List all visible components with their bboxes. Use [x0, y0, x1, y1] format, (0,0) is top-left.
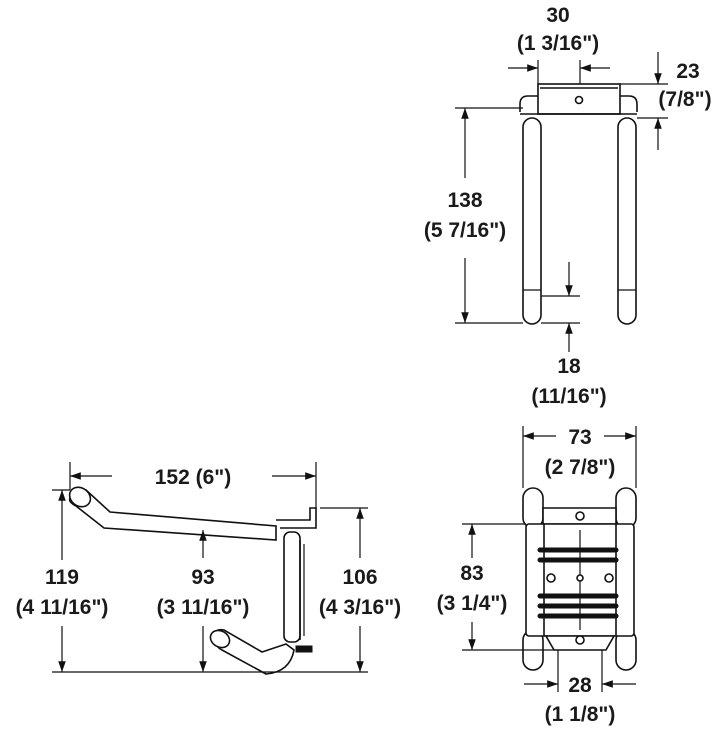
dim-side-height-mm: 138	[447, 189, 482, 212]
top-view	[455, 52, 668, 352]
dim-front-width-mm: 73	[568, 426, 591, 449]
dim-top-offset-inch: (7/8")	[658, 88, 711, 111]
dim-mid-height-mm: 93	[191, 566, 214, 589]
dim-plate-height-inch: (3 1/4")	[437, 592, 508, 615]
dim-front-width-inch: (2 7/8")	[545, 456, 616, 479]
dim-mid-height-inch: (3 11/16")	[157, 596, 250, 619]
dim-top-width-mm: 30	[546, 4, 569, 27]
dim-back-height-inch: (4 3/16")	[319, 596, 401, 619]
dim-length: 152 (6")	[155, 466, 232, 489]
dim-tube-dia-inch: (11/16")	[531, 385, 606, 408]
dim-tube-dia-mm: 18	[557, 355, 581, 378]
dim-top-width-inch: (1 3/16")	[517, 32, 599, 55]
dim-plate-width-inch: (1 1/8")	[545, 703, 616, 726]
dim-side-height-inch: (5 7/16")	[424, 219, 506, 242]
dim-plate-width-mm: 28	[568, 674, 592, 697]
dim-back-height-mm: 106	[342, 566, 377, 589]
dim-top-offset-mm: 23	[676, 60, 699, 83]
dim-plate-height-mm: 83	[460, 562, 483, 585]
side-view	[52, 462, 368, 675]
dim-total-height-mm: 119	[45, 566, 79, 589]
dim-total-height-inch: (4 11/16")	[16, 596, 109, 619]
front-view	[462, 426, 637, 692]
